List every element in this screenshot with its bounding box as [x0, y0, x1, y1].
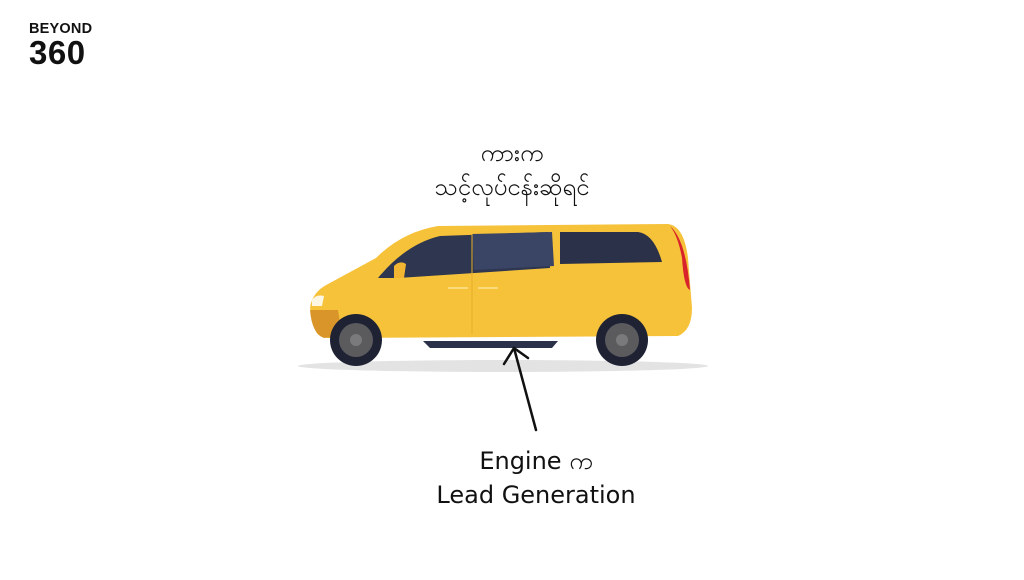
brand-logo: BEYOND 360	[29, 22, 92, 69]
title-line-1: ကားက	[480, 139, 544, 167]
title-line-2: သင့်လုပ်ငန်းဆိုရင်	[434, 173, 590, 201]
caption-line-2: Lead Generation	[436, 481, 636, 509]
slide-title: ကားက သင့်လုပ်ငန်းဆိုရင်	[0, 136, 1024, 204]
logo-text-360: 360	[29, 33, 86, 71]
logo-text-beyond: BEYOND	[29, 21, 93, 37]
arrow-up-icon	[502, 346, 538, 432]
slide-caption: Engine က Lead Generation	[336, 444, 736, 512]
van-illustration	[298, 224, 708, 372]
caption-line-1: Engine က	[479, 447, 593, 475]
